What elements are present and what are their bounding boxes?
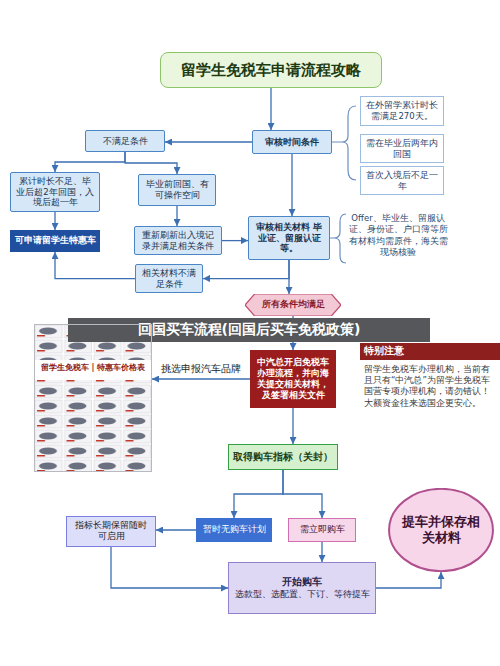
result-box: 可申请留学生特惠车 — [10, 230, 100, 252]
price-list-picture — [34, 324, 152, 472]
process-box: 需立即购车 — [288, 518, 356, 542]
node-text: 特别注意 — [360, 343, 500, 360]
node-text: 重新刷新出入境记录并满足相关条件 — [139, 230, 217, 251]
bracket — [330, 214, 346, 263]
node-text: 留学生免税车申请流程攻略 — [181, 61, 361, 80]
node-text: 暂时无购车计划 — [203, 524, 266, 535]
process-box: 重新刷新出入境记录并满足相关条件 — [134, 226, 222, 255]
node-text: 开始购车 — [282, 576, 322, 589]
connector — [270, 88, 271, 130]
connector — [321, 542, 322, 562]
condition-box: 在外留学累计时长需满足270天。 — [360, 96, 444, 126]
node-text: 首次入境后不足一年 — [365, 170, 439, 191]
node-text: 累计时长不足、毕业后超2年回国，入境后超一年 — [15, 176, 95, 208]
shape-outline — [245, 294, 341, 316]
process-box: 取得购车指标（关封） — [228, 444, 338, 470]
connector — [176, 206, 177, 226]
node-text: 不满足条件 — [103, 136, 148, 147]
connector — [203, 260, 289, 279]
process-box: 毕业前回国、有可操作空间 — [138, 174, 216, 206]
shape-outline — [389, 489, 493, 571]
process-box: 审核相关材料 毕业证、留服认证等。 — [248, 216, 330, 260]
process-box: 不满足条件 — [85, 130, 165, 152]
process-box: 审核时间条件 — [252, 130, 332, 154]
connector — [125, 152, 177, 174]
connector — [111, 547, 228, 589]
process-box: 中汽总开启免税车办理流程，并向海关提交相关材料，及签署相关文件 — [250, 350, 336, 408]
node-text: 相关材料不满足条件 — [140, 268, 198, 289]
connector — [54, 212, 55, 230]
connector — [55, 152, 125, 172]
decision-shape: 所有条件均满足 — [245, 294, 341, 316]
node-text: 回国买车流程(回国后买车免税政策) — [138, 321, 361, 339]
node-text: 需立即购车 — [300, 524, 345, 535]
node-text: 取得购车指标（关封） — [233, 451, 333, 463]
node-text: 审核时间条件 — [265, 137, 319, 148]
condition-box: 首次入境后不足一年 — [360, 166, 444, 195]
node-text: 中汽总开启免税车办理流程，并向海关提交相关材料，及签署相关文件 — [254, 357, 332, 402]
process-box: 指标长期保留随时可启用 — [66, 516, 156, 547]
node-body: 选款型、选配置、下订、等待提车 — [235, 589, 370, 600]
process-box: 相关材料不满足条件 — [135, 264, 203, 293]
node-text: 审核相关材料 毕业证、留服认证等。 — [253, 222, 325, 254]
connector — [292, 408, 293, 444]
node-text: 在外留学累计时长需满足270天。 — [365, 100, 439, 121]
condition-box: 需在毕业后两年内回国 — [360, 134, 444, 163]
picture-ground — [34, 324, 152, 472]
connector — [376, 572, 441, 588]
connector — [234, 470, 283, 518]
note-label: Offer、毕业生、留服认证、身份证、户口簿等所有材料均需原件，海关需现场核验 — [348, 213, 448, 259]
connector — [152, 378, 250, 379]
connector — [165, 141, 252, 142]
connector — [55, 252, 135, 279]
connector — [291, 154, 292, 216]
connector — [283, 470, 322, 518]
end-ellipse: 提车并保存相关材料 — [388, 488, 494, 572]
node-text: 毕业前回国、有可操作空间 — [143, 179, 211, 200]
banner-band: 回国买车流程(回国后买车免税政策) — [68, 318, 430, 342]
node-text: 需在毕业后两年内回国 — [365, 138, 439, 159]
connector — [222, 240, 248, 241]
node-text: 提车并保存相关材料 — [402, 514, 480, 545]
node-text: 可申请留学生特惠车 — [15, 235, 96, 246]
node-text: 留学生免税车 | 特惠车价格表 — [37, 363, 149, 373]
node-text: 指标长期保留随时可启用 — [71, 520, 151, 543]
process-box: 暂时无购车计划 — [196, 518, 272, 542]
edge-label: 挑选申报汽车品牌 — [160, 362, 242, 376]
process-box: 开始购车选款型、选配置、下订、等待提车 — [228, 562, 376, 614]
warning-note: 特别注意留学生免税车办理机构，当前有且只有“中汽总”为留学生免税车国营专项办理机… — [360, 343, 500, 413]
node-text: 所有条件均满足 — [262, 299, 325, 310]
title-box: 留学生免税车申请流程攻略 — [160, 52, 382, 88]
car-thumbnails — [34, 380, 152, 472]
node-body: 留学生免税车办理机构，当前有且只有“中汽总”为留学生免税车国营专项办理机构，请勿… — [360, 360, 500, 410]
bracket — [332, 106, 356, 180]
connector — [156, 529, 196, 530]
connector — [288, 260, 289, 294]
price-list-box: 留学生免税车 | 特惠车价格表 — [34, 324, 152, 472]
process-box: 累计时长不足、毕业后超2年回国，入境后超一年 — [10, 172, 100, 212]
